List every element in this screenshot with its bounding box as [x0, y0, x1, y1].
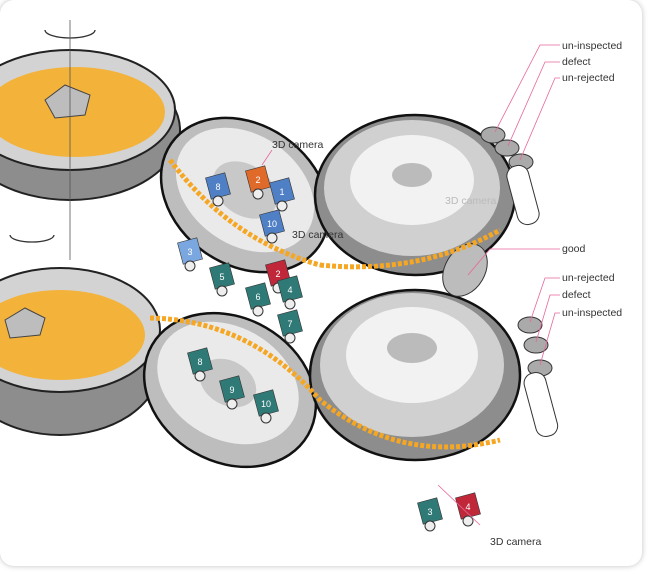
camera-10: 10	[259, 209, 285, 244]
camera-7: 7	[277, 309, 303, 344]
label-un-rejected: un-rejected	[562, 72, 615, 84]
top-glass-disc	[159, 116, 331, 274]
camera-number: 2	[275, 269, 280, 279]
camera-lens-icon	[266, 232, 278, 244]
label-3d-camera: 3D camera	[445, 195, 497, 207]
camera-number: 3	[187, 247, 192, 257]
camera-6: 6	[245, 282, 271, 317]
camera-number: 8	[215, 182, 220, 192]
camera-number: 10	[267, 219, 277, 229]
camera-8: 8	[187, 347, 213, 382]
parts-chain	[149, 315, 501, 450]
camera-lens-icon	[284, 298, 296, 310]
camera-8: 8	[205, 172, 231, 207]
camera-number: 7	[287, 319, 292, 329]
label-3d-camera: 3D camera	[292, 229, 344, 241]
camera-lens-icon	[260, 412, 272, 424]
camera-number: 4	[287, 285, 292, 295]
bottom-bowl-feeder	[0, 234, 161, 436]
camera-lens-icon	[212, 195, 224, 207]
camera-lens-icon	[462, 515, 474, 527]
parts-chain	[168, 158, 321, 268]
label-un-rejected: un-rejected	[562, 272, 615, 284]
good-chute	[442, 243, 488, 297]
camera-lens-icon	[284, 332, 296, 344]
camera-10: 10	[253, 389, 279, 424]
camera-lens-icon	[252, 305, 264, 317]
label-good: good	[562, 243, 586, 255]
diagram-frame: 8 2 1 10 3 5 2 6 4 7 8 9 10 3 4 un-inspected defect un…	[0, 20, 623, 548]
camera-number: 2	[255, 175, 260, 185]
camera-number: 6	[255, 292, 260, 302]
camera-number: 1	[279, 187, 284, 197]
camera-number: 8	[197, 357, 202, 367]
camera-1: 1	[269, 177, 295, 212]
camera-2: 2	[245, 165, 271, 200]
label-defect: defect	[562, 56, 591, 68]
label-un-inspected: un-inspected	[562, 307, 622, 319]
top-bowl-feeder	[0, 20, 181, 260]
camera-lens-icon	[216, 285, 228, 297]
camera-lens-icon	[252, 188, 264, 200]
camera-9: 9	[219, 375, 245, 410]
camera-5: 5	[209, 262, 235, 297]
top-sorting-table	[313, 113, 517, 277]
camera-number: 4	[465, 502, 470, 512]
label-3d-camera: 3D camera	[490, 536, 542, 548]
camera-4: 4	[455, 492, 481, 527]
camera-group: 8 2 1 10 3 5 2 6 4 7 8 9 10 3 4	[177, 165, 481, 532]
camera-number: 3	[427, 507, 432, 517]
camera-lens-icon	[194, 370, 206, 382]
camera-lens-icon	[276, 200, 288, 212]
top-reject-chutes	[480, 126, 540, 226]
label-un-inspected: un-inspected	[562, 40, 622, 52]
bottom-sorting-table	[308, 288, 522, 462]
camera-4: 4	[277, 275, 303, 310]
camera-3: 3	[177, 237, 203, 272]
camera-number: 5	[219, 272, 224, 282]
camera-lens-icon	[226, 398, 238, 410]
camera-number: 10	[261, 399, 271, 409]
camera-3: 3	[417, 497, 443, 532]
camera-lens-icon	[184, 260, 196, 272]
label-3d-camera: 3D camera	[272, 139, 324, 151]
rotation-arrow-icon	[9, 234, 55, 243]
inspection-machine-diagram: 8 2 1 10 3 5 2 6 4 7 8 9 10 3 4 un-inspected defect un…	[0, 20, 622, 548]
camera-number: 9	[229, 385, 234, 395]
camera-lens-icon	[424, 520, 436, 532]
bottom-reject-chutes	[517, 316, 559, 438]
parts-chain	[319, 227, 502, 270]
label-defect: defect	[562, 289, 591, 301]
